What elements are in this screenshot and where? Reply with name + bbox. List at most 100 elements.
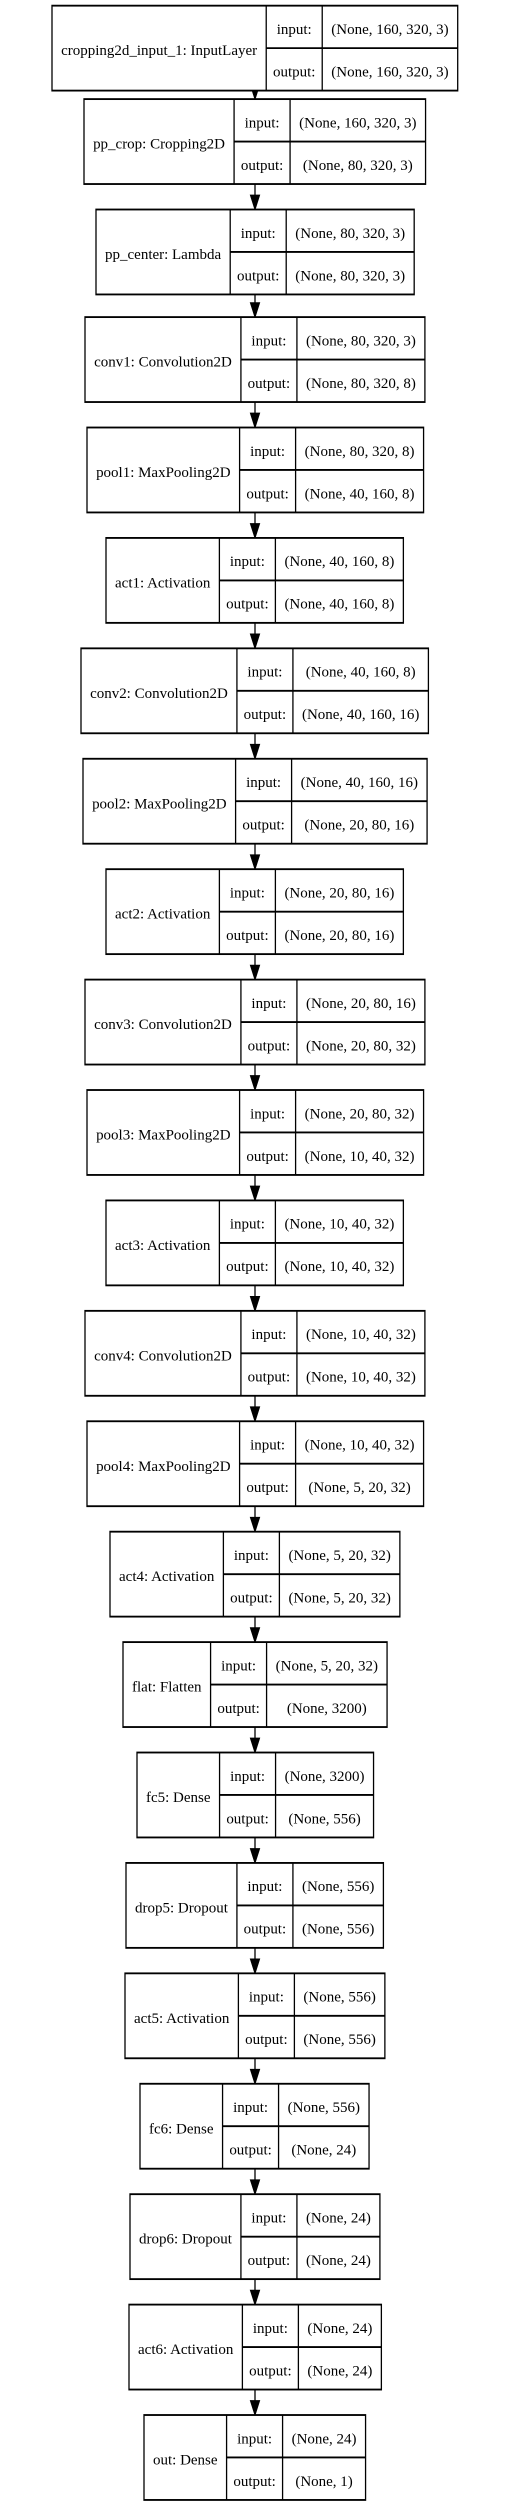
input-label: input: — [251, 1327, 286, 1343]
output-label: output: — [248, 376, 290, 392]
layer-name: conv2: Convolution2D — [90, 686, 228, 702]
output-shape: (None, 80, 320, 3) — [295, 268, 405, 284]
edge-arrow — [249, 1285, 261, 1313]
layer-node-conv2: conv2: Convolution2Dinput:output:(None, … — [80, 647, 430, 735]
output-label: output: — [273, 64, 315, 80]
input-label: input: — [237, 2431, 272, 2447]
input-shape: (None, 556) — [302, 1879, 374, 1895]
input-shape: (None, 24) — [306, 2210, 371, 2226]
input-label: input: — [251, 2210, 286, 2226]
input-label: input: — [247, 1879, 282, 1895]
input-label: input: — [230, 885, 265, 901]
layer-name: cropping2d_input_1: InputLayer — [61, 43, 257, 59]
edge-arrow — [249, 843, 261, 871]
output-label: output: — [244, 1922, 286, 1938]
input-shape: (None, 5, 20, 32) — [276, 1658, 378, 1674]
edge-arrow — [249, 622, 261, 651]
output-shape: (None, 20, 80, 16) — [284, 928, 394, 944]
layer-node-conv3: conv3: Convolution2Dinput:output:(None, … — [84, 978, 426, 1066]
layer-name: pool2: MaxPooling2D — [92, 796, 227, 812]
input-label: input: — [250, 1106, 285, 1122]
output-shape: (None, 160, 320, 3) — [331, 64, 448, 80]
layer-name: fc5: Dense — [146, 1790, 211, 1806]
edge-arrow — [249, 184, 261, 212]
layer-name: conv3: Convolution2D — [94, 1017, 232, 1033]
input-label: input: — [253, 2321, 288, 2337]
input-shape: (None, 80, 320, 3) — [306, 333, 416, 349]
output-shape: (None, 5, 20, 32) — [288, 1590, 390, 1606]
layer-name: flat: Flatten — [132, 1680, 202, 1696]
output-shape: (None, 80, 320, 8) — [306, 376, 416, 392]
edges-layer — [249, 84, 261, 2417]
edge-arrow — [249, 1947, 261, 1976]
output-label: output: — [246, 1480, 288, 1496]
edge-arrow — [249, 1395, 261, 1423]
input-shape: (None, 160, 320, 3) — [331, 22, 448, 38]
layer-name: conv1: Convolution2D — [94, 355, 232, 371]
nodes-layer: (None, 1)cropping2d_input_1: InputLayeri… — [51, 4, 459, 2501]
output-shape: (None, 40, 160, 8) — [305, 486, 415, 502]
input-shape: (None, 3200) — [285, 1769, 365, 1785]
edge-arrow — [249, 2389, 261, 2417]
input-shape: (None, 40, 160, 8) — [306, 665, 416, 681]
output-label: output: — [248, 1038, 290, 1054]
output-shape: (None, 1) — [295, 2474, 352, 2490]
edge-arrow — [249, 2058, 261, 2086]
output-label: output: — [226, 1259, 268, 1275]
output-shape: (None, 556) — [288, 1811, 360, 1827]
input-shape: (None, 10, 40, 32) — [284, 1217, 394, 1233]
layer-node-conv4: conv4: Convolution2Dinput:output:(None, … — [84, 1309, 426, 1397]
input-label: input: — [241, 226, 276, 242]
input-label: input: — [234, 1548, 269, 1564]
input-shape: (None, 160, 320, 3) — [299, 115, 416, 131]
output-label: output: — [226, 928, 268, 944]
input-label: input: — [251, 333, 286, 349]
edge-arrow — [249, 294, 261, 319]
input-label: input: — [230, 1217, 265, 1233]
output-label: output: — [217, 1701, 259, 1717]
input-shape: (None, 20, 80, 32) — [305, 1106, 415, 1122]
layer-name: act6: Activation — [138, 2342, 234, 2358]
input-shape: (None, 556) — [288, 2100, 360, 2116]
layer-name: drop6: Dropout — [139, 2232, 233, 2248]
output-shape: (None, 556) — [303, 2032, 375, 2048]
edge-arrow — [249, 1616, 261, 1644]
layer-name: act1: Activation — [115, 575, 211, 591]
input-label: input: — [233, 2100, 268, 2116]
edge-arrow — [249, 1174, 261, 1203]
layer-name: pool4: MaxPooling2D — [96, 1459, 231, 1475]
edge-arrow — [249, 1064, 261, 1092]
layer-name: pool1: MaxPooling2D — [96, 465, 231, 481]
input-label: input: — [230, 1769, 265, 1785]
input-shape: (None, 556) — [303, 1990, 375, 2006]
input-shape: (None, 20, 80, 16) — [306, 996, 416, 1012]
edge-arrow — [249, 1727, 261, 1755]
output-shape: (None, 20, 80, 16) — [304, 818, 414, 834]
layer-name: act3: Activation — [115, 1238, 211, 1254]
output-label: output: — [246, 486, 288, 502]
input-shape: (None, 10, 40, 32) — [305, 1438, 415, 1454]
input-shape: (None, 10, 40, 32) — [306, 1327, 416, 1343]
output-shape: (None, 80, 320, 3) — [303, 158, 413, 174]
output-label: output: — [248, 2253, 290, 2269]
layer-node-cropping2d-input-1: cropping2d_input_1: InputLayerinput:outp… — [51, 4, 459, 92]
edge-arrow — [249, 733, 261, 761]
edge-arrow — [249, 2279, 261, 2307]
input-shape: (None, 80, 320, 3) — [295, 226, 405, 242]
output-shape: (None, 40, 160, 8) — [284, 597, 394, 613]
layer-node-conv1: conv1: Convolution2D input: output: (None, … — [84, 316, 426, 403]
layer-name: pool3: MaxPooling2D — [96, 1128, 231, 1144]
output-shape: (None, 20, 80, 32) — [306, 1038, 416, 1054]
input-shape: (None, 20, 80, 16) — [284, 885, 394, 901]
output-shape: (None, 40, 160, 16) — [302, 707, 419, 723]
output-label: output: — [246, 1149, 288, 1165]
input-shape: (None, 80, 320, 8) — [305, 444, 415, 460]
